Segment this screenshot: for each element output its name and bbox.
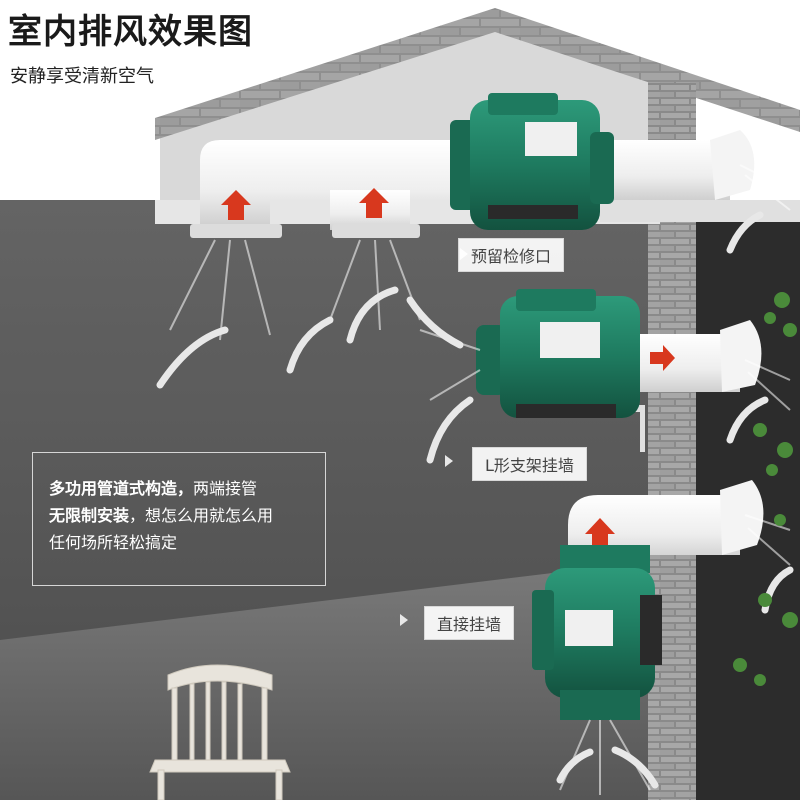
red-arrow-up-3 — [585, 518, 615, 548]
callout-inspection-port: 预留检修口 — [458, 238, 565, 272]
fan-top — [450, 93, 614, 230]
fan-middle — [476, 289, 640, 418]
info-line-3: 任何场所轻松搞定 — [49, 533, 178, 552]
info-line-1-rest: 两端接管 — [193, 479, 258, 498]
callout-pointer-direct — [400, 614, 408, 626]
page-subtitle: 安静享受清新空气 — [10, 66, 154, 87]
red-arrow-up-2 — [359, 188, 389, 218]
feature-info-box: 多功用管道式构造，两端接管 无限制安装，想怎么用就怎么用 任何场所轻松搞定 — [32, 452, 326, 586]
info-line-1: 多功用管道式构造，两端接管 — [49, 475, 309, 502]
plant-leaves — [733, 292, 798, 686]
top-outlet-hood — [710, 130, 755, 200]
top-duct — [200, 140, 470, 226]
airflow-lines — [169, 164, 791, 795]
info-line-1-bold: 多功用管道式构造， — [49, 479, 194, 498]
red-arrow-up-1 — [221, 190, 251, 220]
red-arrow-right — [650, 345, 675, 371]
info-line-2-bold: 无限制安装 — [49, 506, 130, 525]
callout-l-bracket: L形支架挂墙 — [472, 447, 587, 481]
info-line-2: 无限制安装，想怎么用就怎么用 — [49, 502, 309, 529]
bottom-duct — [568, 495, 740, 560]
info-line-2-rest: ，想怎么用就怎么用 — [129, 506, 274, 525]
ceiling-vent-left — [190, 224, 282, 238]
chair — [149, 664, 291, 800]
ceiling-vent-right — [332, 224, 420, 238]
fan-bottom — [532, 545, 662, 720]
roof-bricks — [155, 8, 800, 140]
callout-pointer-bracket — [445, 455, 453, 467]
page-title: 室内排风效果图 — [8, 12, 253, 52]
callout-direct-mount: 直接挂墙 — [424, 606, 515, 640]
